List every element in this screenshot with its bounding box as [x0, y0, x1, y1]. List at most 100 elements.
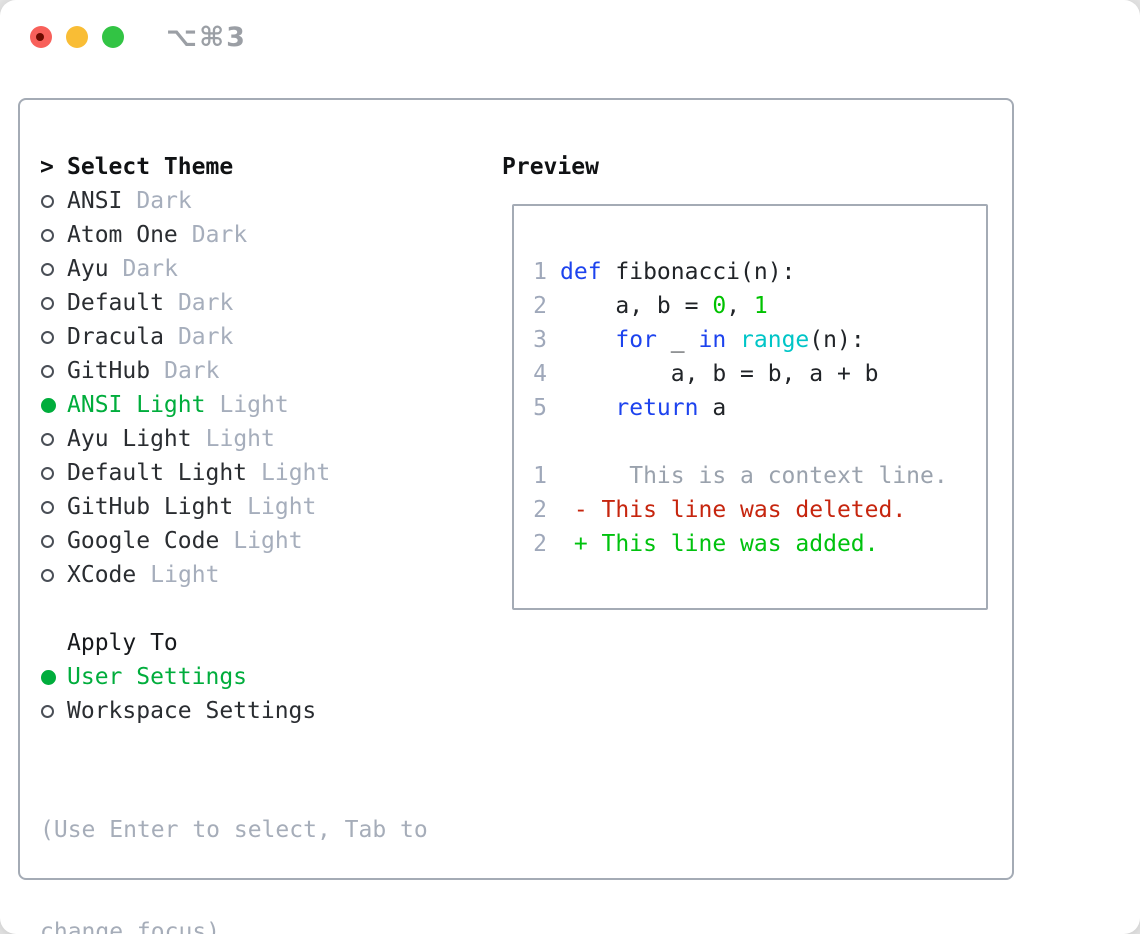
option-label: Google Code [67, 528, 220, 554]
help-text: (Use Enter to select, Tab to change focu… [40, 745, 480, 934]
radio-icon [40, 534, 67, 548]
code-line-8: 2 - This line was deleted. [532, 493, 986, 527]
token-default [560, 327, 615, 353]
code-line-2: 2 a, b = 0, 1 [532, 289, 986, 323]
theme-option-atom-one[interactable]: Atom One Dark [40, 218, 490, 252]
theme-option-ansi-light[interactable]: ANSI Light Light [40, 388, 490, 422]
token-context: This is a context line. [560, 463, 948, 489]
line-number: 5 [533, 395, 547, 421]
token-default: a, b = [560, 293, 713, 319]
option-variant-tag: Light [205, 426, 275, 452]
option-variant-tag: Light [233, 528, 303, 554]
line-source: for _ in range(n): [560, 327, 865, 353]
line-source: + This line was added. [560, 531, 879, 557]
option-variant-tag: Dark [164, 358, 220, 384]
spacer [40, 592, 490, 626]
radio-icon [40, 228, 67, 242]
minimize-button[interactable] [66, 26, 88, 48]
token-deleted: - This line was deleted. [560, 497, 907, 523]
line-number: 4 [533, 361, 547, 387]
radio-icon [40, 568, 67, 582]
radio-icon [40, 296, 67, 310]
line-number: 1 [533, 259, 547, 285]
select-theme-title: Select Theme [67, 154, 234, 180]
token-keyword: return [615, 395, 699, 421]
line-source: a, b = b, a + b [560, 361, 879, 387]
token-default: a [698, 395, 727, 421]
token-default: a, b = b, a + b [560, 361, 879, 387]
token-default [560, 395, 615, 421]
help-line-2: change focus) [40, 919, 221, 934]
option-variant-tag: Light [219, 392, 289, 418]
code-line-4: 4 a, b = b, a + b [532, 357, 986, 391]
theme-option-google-code[interactable]: Google Code Light [40, 524, 490, 558]
code-line-5: 5 return a [532, 391, 986, 425]
token-keyword: def [560, 259, 616, 285]
code-line-3: 3 for _ in range(n): [532, 323, 986, 357]
option-variant-tag: Light [150, 562, 220, 588]
option-variant-tag: Light [261, 460, 331, 486]
code-line-7: 1 This is a context line. [532, 459, 986, 493]
token-default: , [726, 293, 754, 319]
radio-selected-icon [40, 669, 67, 685]
apply-option-workspace-settings[interactable]: Workspace Settings [40, 694, 490, 728]
code-line-6 [532, 425, 986, 459]
token-default: fibonacci(n): [615, 259, 796, 285]
zoom-button[interactable] [102, 26, 124, 48]
token-keyword: in [698, 327, 727, 353]
apply-to-header: Apply To [40, 626, 490, 660]
radio-selected-icon [40, 397, 67, 413]
line-source: - This line was deleted. [560, 497, 906, 523]
line-number: 3 [533, 327, 547, 353]
titlebar: ⌥⌘3 [0, 0, 1140, 98]
traffic-lights [30, 26, 124, 48]
preview-title: Preview [502, 154, 599, 180]
line-source: return a [560, 395, 726, 421]
option-variant-tag: Dark [191, 222, 248, 248]
option-label: GitHub [67, 358, 151, 384]
token-default [726, 327, 740, 353]
line-number: 2 [533, 293, 547, 319]
option-label: Atom One [67, 222, 178, 248]
line-number: 1 [533, 463, 547, 489]
radio-icon [40, 500, 67, 514]
line-source: def fibonacci(n): [560, 259, 795, 285]
token-number: 1 [753, 293, 768, 319]
select-theme-header: > Select Theme [40, 150, 490, 184]
radio-icon [40, 194, 67, 208]
option-label: ANSI Light [67, 392, 206, 418]
theme-option-github[interactable]: GitHub Dark [40, 354, 490, 388]
option-label: User Settings [67, 664, 248, 690]
option-label: Default [67, 290, 164, 316]
radio-icon [40, 466, 67, 480]
radio-icon [40, 432, 67, 446]
focus-caret-icon: > [40, 154, 54, 180]
option-label: Ayu Light [67, 426, 192, 452]
apply-option-user-settings[interactable]: User Settings [40, 660, 490, 694]
theme-option-ayu-light[interactable]: Ayu Light Light [40, 422, 490, 456]
option-variant-tag: Dark [136, 188, 192, 214]
option-variant-tag: Dark [177, 324, 234, 350]
line-source: This is a context line. [560, 463, 948, 489]
help-line-1: (Use Enter to select, Tab to [40, 817, 428, 843]
close-button[interactable] [30, 26, 52, 48]
radio-icon [40, 330, 67, 344]
code-line-1: 1 def fibonacci(n): [532, 255, 986, 289]
token-number: 0 [712, 293, 727, 319]
option-label: Workspace Settings [67, 698, 317, 724]
token-builtin: range [740, 327, 810, 353]
token-default: (n): [809, 327, 865, 353]
